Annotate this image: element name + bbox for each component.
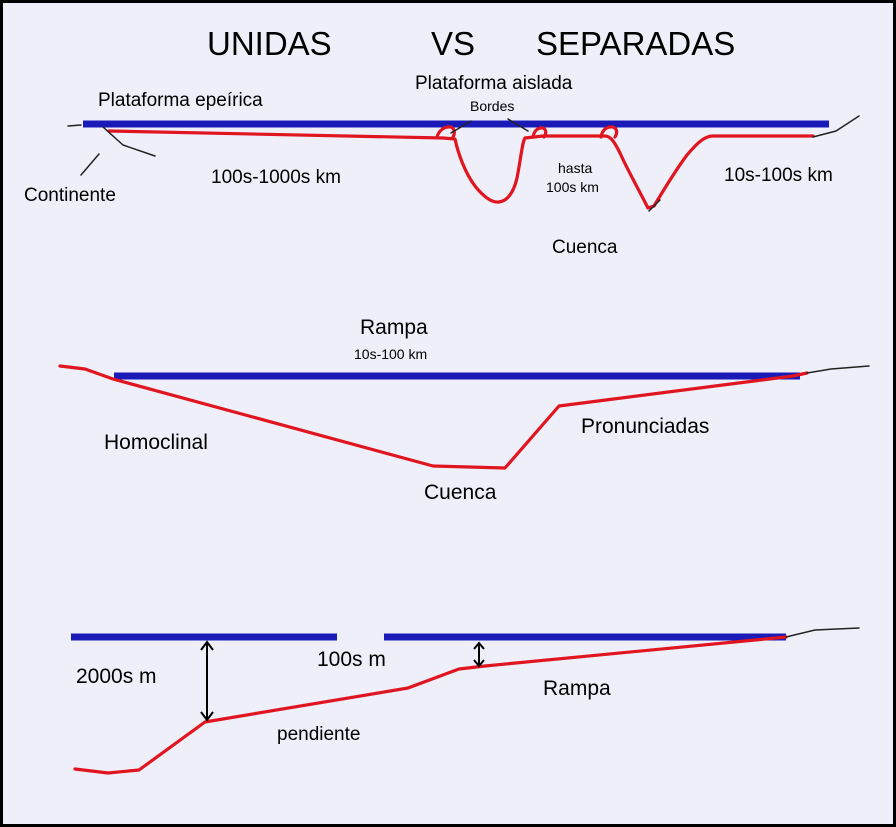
section-1: Plataforma epeírica Plataforma aislada B… (24, 73, 860, 258)
label-depth-shallow: 100s m (317, 648, 386, 671)
label-width-right: 10s-100s km (724, 165, 833, 186)
continent-pointer (80, 153, 100, 176)
section-2: Rampa 10s-100 km Homoclinal Pronunciadas… (58, 316, 870, 504)
profile-3 (73, 635, 788, 775)
label-edges: Bordes (470, 98, 514, 114)
title-vs: VS (431, 25, 475, 62)
continent-edge-left (67, 124, 82, 127)
ramp-right-edge (806, 365, 870, 374)
edge-bump-2 (531, 126, 548, 139)
edge-bump-1 (435, 125, 456, 139)
edges-pointer-1 (450, 120, 472, 134)
label-steep: Pronunciadas (581, 415, 709, 438)
depth-right-edge (785, 627, 860, 638)
section-3: 2000s m 100s m Rampa pendiente (71, 627, 860, 775)
title-unidas: UNIDAS (207, 25, 332, 62)
label-depth-deep: 2000s m (76, 665, 157, 688)
depth-arrow-shallow (473, 641, 485, 668)
title-separadas: SEPARADAS (536, 25, 735, 62)
continent-slope (102, 126, 156, 157)
label-isolated-platform: Plataforma aislada (415, 73, 573, 94)
label-basin-1: Cuenca (552, 237, 618, 258)
label-ramp-width: 10s-100 km (354, 346, 427, 362)
label-width-epeiric: 100s-1000s km (211, 167, 341, 188)
depth-arrow-deep (200, 640, 214, 722)
continent-edge-right (812, 115, 860, 138)
label-basin-2: Cuenca (424, 481, 497, 504)
label-width-isolated-2: 100s km (546, 179, 599, 195)
label-epeiric-platform: Plataforma epeírica (98, 90, 263, 111)
profile-2 (58, 364, 809, 470)
label-homoclinal: Homoclinal (104, 431, 208, 454)
label-continent: Continente (24, 185, 116, 206)
basin-pointer (648, 199, 661, 212)
carbonate-platform-diagram: UNIDAS VS SEPARADAS Plataforma epeírica … (24, 25, 870, 775)
label-ramp-3: Rampa (543, 677, 611, 700)
label-width-isolated-1: hasta (558, 160, 592, 176)
edges-pointer-2 (507, 118, 529, 132)
label-ramp: Rampa (360, 316, 428, 339)
label-slope: pendiente (277, 724, 360, 745)
edge-bump-3 (599, 125, 619, 139)
